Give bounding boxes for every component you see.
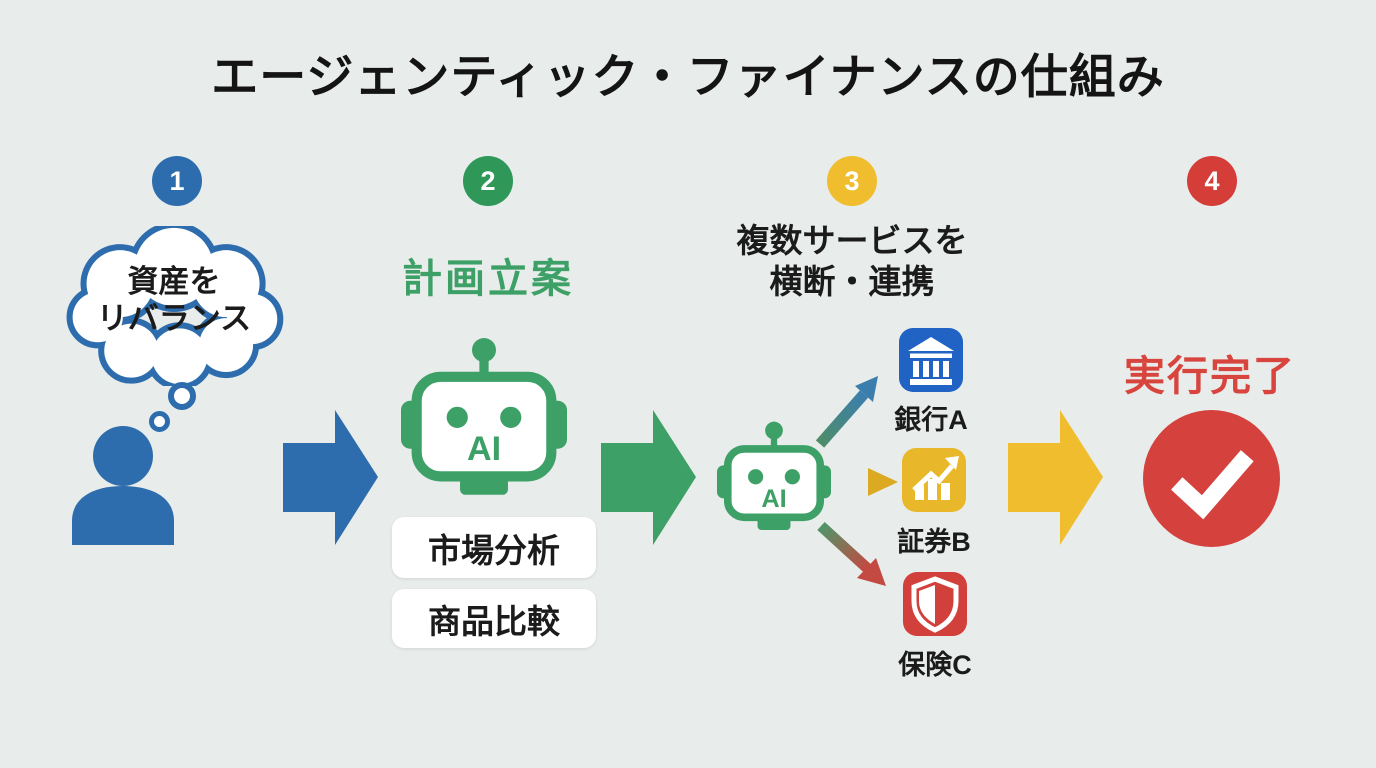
step-3-label-line-2: 横断・連携: [769, 263, 935, 300]
connector-arrow-to-bank-icon: [815, 376, 878, 448]
thought-bubble-icon: [66, 226, 284, 386]
user-person-icon: [72, 426, 174, 545]
arrow-right-green-icon: [601, 410, 696, 545]
insurance-service-label: 保険C: [898, 650, 972, 680]
ai-robot-icon-large: AI: [401, 338, 567, 495]
bank-service-label: 銀行A: [894, 405, 968, 435]
step-3-number: 3: [844, 165, 860, 196]
step-2-badge: 2: [463, 156, 513, 206]
ai-robot-label-small: AI: [761, 485, 786, 513]
task-label: 市場分析: [428, 531, 560, 569]
thought-trail-bubble-small: [149, 411, 170, 432]
ai-robot-label-large: AI: [467, 430, 501, 468]
thought-line-2: リバランス: [96, 301, 252, 336]
task-box-product-comparison: 商品比較: [392, 589, 596, 648]
shield-icon: [911, 576, 959, 633]
chart-icon: [912, 456, 959, 500]
thought-text: 資産を リバランス: [62, 263, 286, 337]
connector-arrow-to-securities-icon: [829, 468, 898, 496]
step-2-number: 2: [480, 165, 496, 196]
step-3-label-line-1: 複数サービスを: [736, 222, 968, 259]
step-2-label: 計画立案: [402, 257, 574, 301]
arrow-right-yellow-icon: [1008, 410, 1103, 545]
task-box-market-analysis: 市場分析: [392, 517, 596, 578]
arrow-right-blue-icon: [283, 410, 378, 545]
step-4-number: 4: [1204, 165, 1220, 196]
bank-icon: [908, 337, 954, 385]
thought-trail-bubble-large: [168, 382, 196, 410]
thought-line-1: 資産を: [127, 264, 221, 299]
step-4-badge: 4: [1187, 156, 1237, 206]
securities-service-tile: [902, 448, 966, 512]
securities-service-label: 証券B: [897, 527, 971, 557]
step-4-label: 実行完了: [1124, 353, 1296, 399]
connector-arrow-to-insurance-icon: [817, 521, 886, 586]
bank-service-tile: [899, 328, 963, 392]
ai-robot-icon-small: AI: [717, 421, 831, 530]
page-title: エージェンティック・ファイナンスの仕組み: [211, 50, 1165, 103]
check-circle-icon: [1143, 410, 1280, 547]
step-1-badge: 1: [152, 156, 202, 206]
step-1-number: 1: [169, 165, 185, 196]
task-label: 商品比較: [428, 602, 560, 640]
step-3-label: 複数サービスを 横断・連携: [710, 220, 994, 302]
insurance-service-tile: [903, 572, 967, 636]
step-3-badge: 3: [827, 156, 877, 206]
